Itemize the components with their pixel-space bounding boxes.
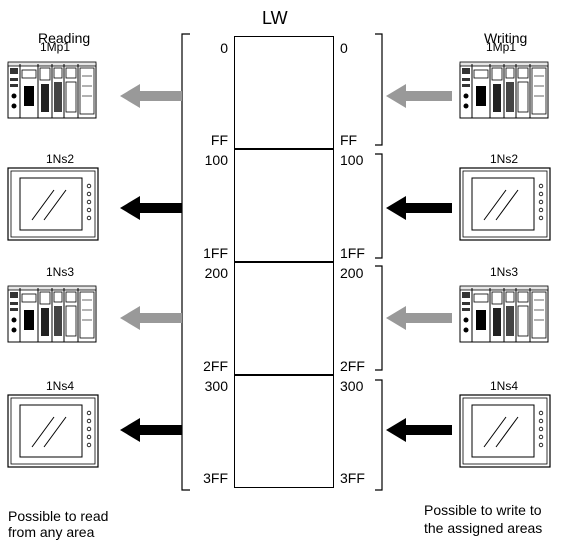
touch-panel-icon [7, 167, 99, 241]
area-2-end-left: 1FF [203, 245, 228, 261]
plc-icon [459, 285, 549, 343]
arrow-left-3-icon [120, 306, 182, 330]
reading-heading: Reading [38, 30, 91, 46]
right-bracket-2 [375, 153, 383, 259]
read-note-line2: from any area [8, 524, 95, 540]
right-bracket-4 [375, 379, 383, 491]
write-note-line2: the assigned areas [424, 520, 543, 536]
touch-panel-icon [7, 394, 99, 468]
area-2-start-left: 100 [204, 152, 228, 168]
lw-area-2 [234, 149, 334, 262]
arrow-right-3-icon [386, 306, 452, 330]
plc-icon [7, 61, 97, 119]
arrow-right-2-icon [386, 196, 452, 220]
device-label-right-3: 1Ns3 [490, 265, 519, 279]
device-label-left-1: 1Mp1 [40, 40, 71, 54]
arrow-left-2-icon [120, 196, 182, 220]
right-bracket-1 [375, 33, 383, 146]
lw-area-1 [234, 36, 334, 149]
device-label-right-1: 1Mp1 [486, 40, 517, 54]
device-label-right-4: 1Ns4 [490, 379, 519, 393]
arrow-right-4-icon [386, 418, 452, 442]
write-note-line1: Possible to write to [424, 502, 542, 518]
plc-icon [459, 61, 549, 119]
plc-icon [7, 285, 97, 343]
arrow-left-1-icon [120, 84, 182, 108]
memory-title: LW [262, 8, 288, 28]
arrow-right-1-icon [386, 84, 452, 108]
read-note-line1: Possible to read [8, 508, 109, 524]
area-1-end-left: FF [210, 132, 228, 148]
area-3-start-right: 200 [340, 265, 364, 281]
area-3-start-left: 200 [204, 265, 228, 281]
area-2-start-right: 100 [340, 152, 364, 168]
area-4-start-right: 300 [340, 378, 364, 394]
right-bracket-3 [375, 265, 383, 371]
device-label-left-3: 1Ns3 [46, 265, 75, 279]
lw-area-3 [234, 262, 334, 375]
area-3-end-left: 2FF [203, 358, 228, 374]
writing-heading: Writing [484, 30, 528, 46]
area-1-end-right: FF [340, 132, 358, 148]
touch-panel-icon [459, 167, 551, 241]
area-3-end-right: 2FF [340, 358, 365, 374]
left-bracket [181, 33, 190, 491]
touch-panel-icon [459, 394, 551, 468]
area-4-start-left: 300 [204, 378, 228, 394]
device-label-right-2: 1Ns2 [490, 152, 519, 166]
device-label-left-2: 1Ns2 [46, 152, 75, 166]
arrow-left-4-icon [120, 418, 182, 442]
lw-area-4 [234, 375, 334, 488]
area-1-start-right: 0 [340, 40, 348, 56]
area-1-start-left: 0 [220, 40, 228, 56]
area-4-end-right: 3FF [340, 470, 365, 486]
device-label-left-4: 1Ns4 [46, 379, 75, 393]
area-2-end-right: 1FF [340, 245, 365, 261]
area-4-end-left: 3FF [203, 470, 228, 486]
